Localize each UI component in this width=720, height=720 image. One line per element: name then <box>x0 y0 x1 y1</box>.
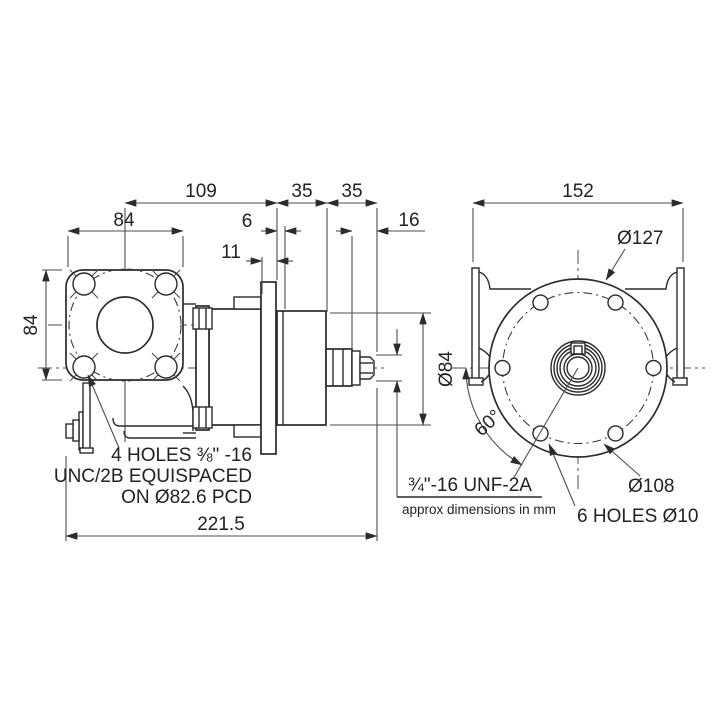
hole-180deg <box>494 359 511 377</box>
six-holes-leader <box>548 443 576 507</box>
dim-flange-height: 84 <box>21 314 42 336</box>
shaft-end-threads <box>550 340 606 396</box>
units-footnote: approx dimensions in mm <box>402 502 556 517</box>
dim-35a: 35 <box>291 181 312 202</box>
foot-plate <box>82 382 91 453</box>
holes-note-line3: ON Ø82.6 PCD <box>121 487 252 508</box>
threaded-stud <box>359 356 375 380</box>
dia108-leader <box>603 443 641 477</box>
side-view-dimensions: 109 35 35 84 6 16 11 <box>21 181 457 541</box>
flange-port-bore <box>96 296 154 354</box>
holes-note-leader <box>87 374 120 449</box>
flange-bolt-holes <box>69 269 181 382</box>
dim-flange-width: 84 <box>113 210 135 231</box>
dia127-leader <box>605 248 626 281</box>
dim-6: 6 <box>242 211 253 232</box>
rear-cylinder <box>276 310 327 426</box>
flange-pcd-circle <box>68 268 182 382</box>
side-bolt-head <box>65 423 74 439</box>
hole-240deg <box>532 425 549 442</box>
flange-hole-top-left <box>72 272 96 296</box>
dim-109: 109 <box>185 181 217 202</box>
dim-outer-dia: Ø127 <box>617 228 663 249</box>
casing-bottom-line-inner <box>123 430 196 439</box>
casing-bottom-line-outer <box>112 417 196 427</box>
dim-pcd: Ø108 <box>628 476 674 497</box>
front-cylinder <box>208 308 262 426</box>
top-boss <box>233 296 262 310</box>
angle-arc-60 <box>462 367 523 466</box>
hole-120deg <box>532 294 549 311</box>
flange-hole-top-right <box>154 272 178 296</box>
casing-rear-curve <box>182 385 194 431</box>
flange-hole-bottom-left <box>72 355 96 379</box>
hole-radial-line <box>512 367 579 480</box>
holes-note-line1: 4 HOLES ⅜" -16 <box>111 445 252 466</box>
clamp-bolt-top <box>192 307 213 330</box>
front-holes-note: 6 HOLES Ø10 <box>577 506 698 527</box>
dim-11: 11 <box>221 242 241 263</box>
dim-width: 152 <box>562 181 594 202</box>
adapter-plate <box>195 305 210 431</box>
shaft <box>325 348 375 387</box>
dim-body-dia: Ø84 <box>436 351 457 387</box>
bottom-boss <box>233 424 262 438</box>
clamp-bolt-bottom <box>192 406 213 429</box>
holes-note-line2: UNC/2B EQUISPACED <box>54 466 252 487</box>
shaft-hub <box>325 348 353 387</box>
shaft-thread-spec: ¾"-16 UNF-2A <box>408 475 532 496</box>
dim-16: 16 <box>398 210 419 231</box>
side-bolt-collar <box>72 419 80 442</box>
hole-300deg <box>607 425 624 442</box>
side-view: 109 35 35 84 6 16 11 <box>21 181 457 541</box>
front-view-dimensions: 152 Ø127 60° Ø108 6 HOLES Ø10 ¾"-16 UNF-… <box>376 181 698 527</box>
hole-0deg <box>645 359 662 377</box>
shaft-collar <box>351 350 361 386</box>
hole-60deg <box>607 294 624 311</box>
dim-35b: 35 <box>341 181 362 202</box>
mounting-disc-flange <box>260 281 277 455</box>
dim-overall-length: 221.5 <box>197 514 245 535</box>
flange-hole-bottom-right <box>154 355 178 379</box>
keyway-tab <box>570 342 586 355</box>
front-view: 152 Ø127 60° Ø108 6 HOLES Ø10 ¾"-16 UNF-… <box>376 181 705 527</box>
foot-base <box>79 447 94 454</box>
